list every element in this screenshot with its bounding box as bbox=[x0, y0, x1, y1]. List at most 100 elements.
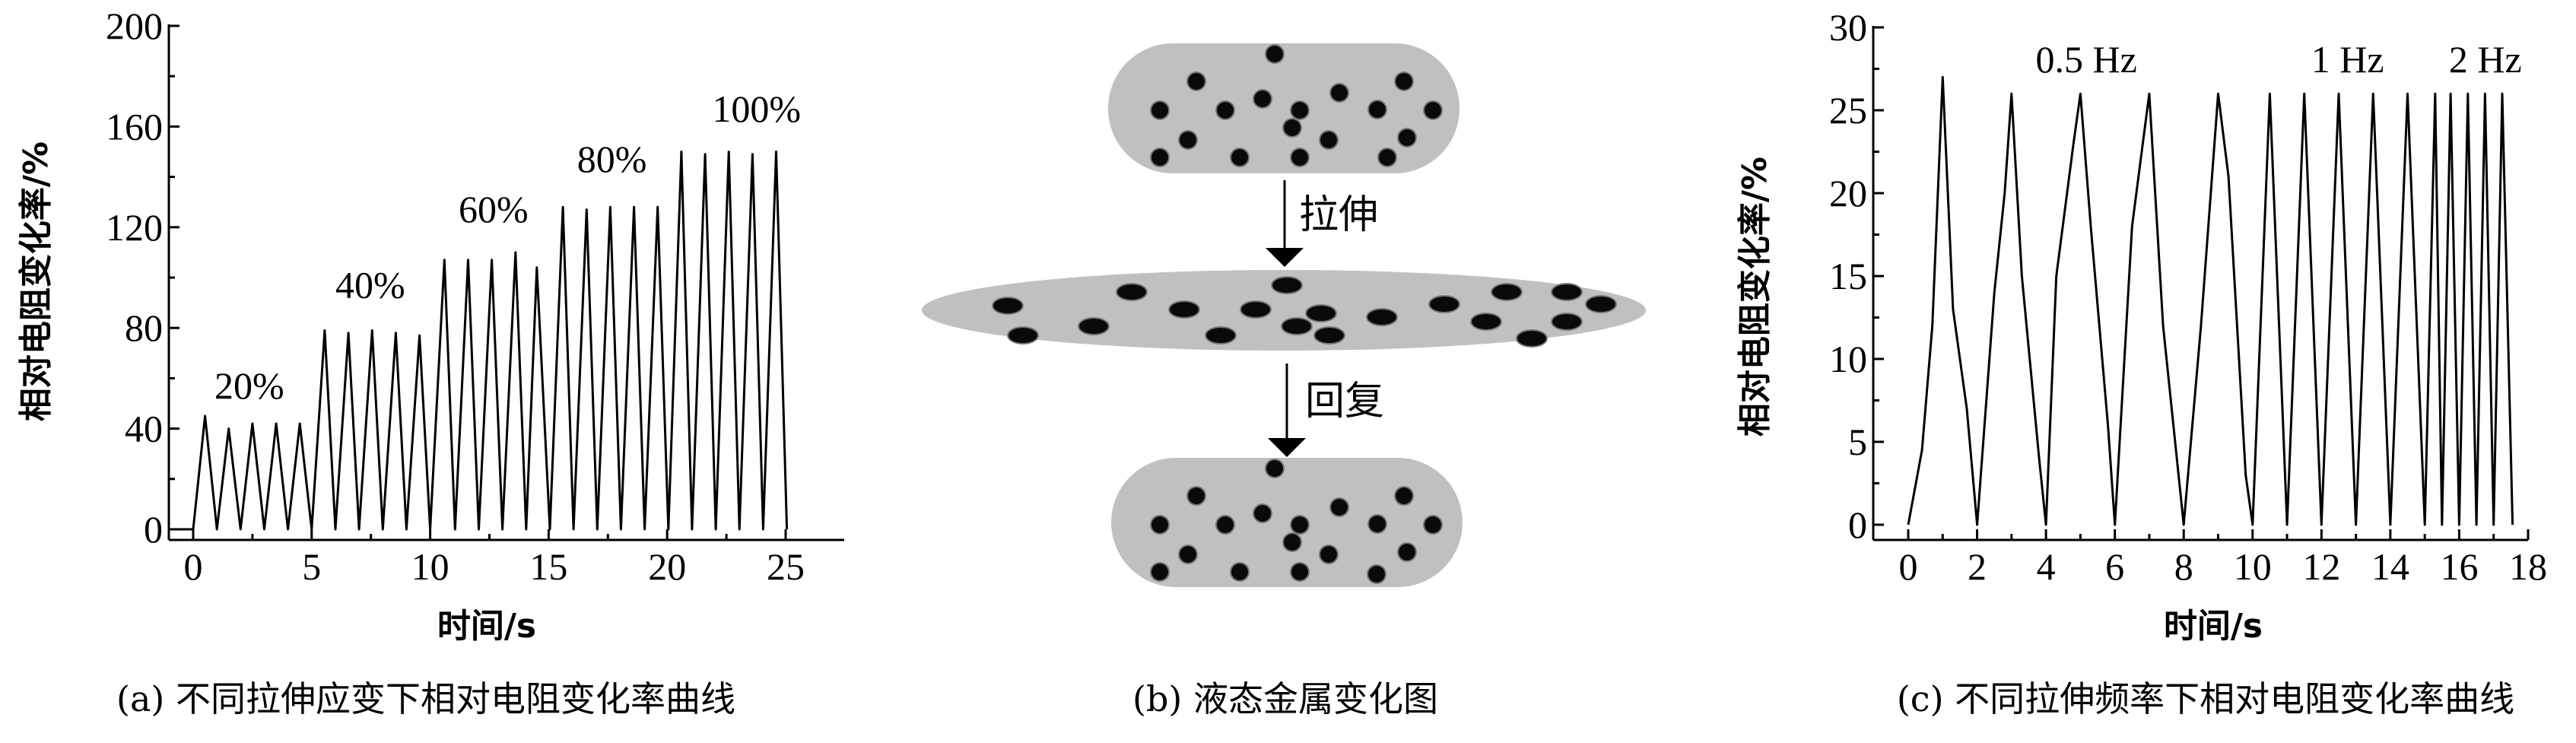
particle bbox=[1188, 73, 1205, 90]
x-tick-label: 12 bbox=[2302, 545, 2340, 588]
annotation-label: 40% bbox=[335, 263, 405, 306]
x-tick-label: 14 bbox=[2371, 545, 2409, 588]
stretched-particle bbox=[1492, 284, 1521, 300]
particle bbox=[1266, 460, 1283, 477]
x-tick-label: 8 bbox=[2174, 545, 2193, 588]
stretch-label: 拉伸 bbox=[1299, 192, 1378, 238]
stretched-particle bbox=[1117, 284, 1146, 300]
arrow-recover-head bbox=[1268, 438, 1306, 457]
particle bbox=[1151, 149, 1168, 166]
stretched-particle bbox=[1272, 278, 1301, 293]
particle bbox=[1266, 46, 1283, 62]
y-tick-label: 200 bbox=[106, 5, 163, 47]
particle bbox=[1320, 132, 1337, 148]
annotation-label: 20% bbox=[214, 364, 284, 407]
caption-b: (b) 液态金属变化图 bbox=[1132, 678, 1438, 719]
particle bbox=[1151, 102, 1168, 119]
x-tick-label: 18 bbox=[2509, 545, 2547, 588]
x-tick-label: 2 bbox=[1968, 545, 1987, 588]
particles-recovered bbox=[1150, 459, 1443, 584]
stretched-particle bbox=[1079, 319, 1108, 334]
particle bbox=[1217, 516, 1234, 533]
y-tick-label: 30 bbox=[1829, 6, 1867, 49]
diagram-b-liquid-metal: 拉伸 回复 (b) 液态金属变化图 bbox=[922, 43, 1646, 719]
stretched-particle bbox=[1008, 328, 1037, 343]
stretched-particle bbox=[1552, 284, 1581, 300]
series-line bbox=[1907, 75, 2514, 526]
particle bbox=[1188, 487, 1205, 504]
stretched-particle bbox=[1282, 319, 1311, 334]
particles-original bbox=[1150, 44, 1443, 167]
x-tick-label: 5 bbox=[302, 545, 321, 588]
x-axis-label: 时间/s bbox=[437, 607, 536, 646]
recover-label: 回复 bbox=[1305, 379, 1384, 424]
particles-stretched bbox=[992, 276, 1617, 348]
x-tick-label: 15 bbox=[529, 545, 567, 588]
particle bbox=[1254, 90, 1271, 107]
particle bbox=[1180, 132, 1196, 148]
particle bbox=[1425, 102, 1441, 119]
particle bbox=[1396, 487, 1412, 504]
particle bbox=[1379, 149, 1396, 166]
particle bbox=[1291, 102, 1308, 119]
y-tick-label: 25 bbox=[1829, 89, 1867, 132]
x-tick-label: 20 bbox=[648, 545, 686, 588]
caption: (a) 不同拉伸应变下相对电阻变化率曲线 bbox=[116, 678, 735, 719]
x-tick-label: 10 bbox=[2234, 545, 2272, 588]
annotation-label: 1 Hz bbox=[2311, 38, 2384, 81]
y-tick-label: 5 bbox=[1848, 421, 1867, 463]
particle bbox=[1180, 546, 1196, 563]
series-line bbox=[169, 151, 789, 531]
particle bbox=[1231, 564, 1248, 580]
x-tick-label: 25 bbox=[767, 545, 805, 588]
y-tick-label: 160 bbox=[106, 105, 163, 148]
particle bbox=[1331, 499, 1348, 516]
stretched-particle bbox=[1315, 328, 1344, 343]
particle bbox=[1399, 129, 1415, 146]
particle bbox=[1291, 149, 1308, 166]
particle bbox=[1368, 566, 1385, 583]
stretched-particle bbox=[1587, 297, 1615, 312]
x-tick-label: 0 bbox=[184, 545, 203, 588]
particle bbox=[1151, 564, 1168, 580]
particle bbox=[1231, 149, 1248, 166]
y-tick-label: 120 bbox=[106, 206, 163, 249]
x-tick-label: 6 bbox=[2105, 545, 2124, 588]
y-tick-label: 10 bbox=[1829, 338, 1867, 380]
particle bbox=[1425, 516, 1441, 533]
stretched-particle bbox=[1206, 328, 1235, 343]
particle bbox=[1369, 516, 1386, 532]
stretched-particle bbox=[1241, 302, 1270, 317]
stretched-particle bbox=[1307, 306, 1336, 321]
particle bbox=[1291, 564, 1308, 580]
particle bbox=[1284, 119, 1301, 136]
annotation-label: 0.5 Hz bbox=[2036, 38, 2137, 81]
particle bbox=[1399, 544, 1415, 560]
caption: (c) 不同拉伸频率下相对电阻变化率曲线 bbox=[1897, 678, 2514, 719]
particle bbox=[1396, 73, 1412, 90]
x-tick-label: 10 bbox=[411, 545, 449, 588]
annotation-label: 80% bbox=[577, 138, 647, 180]
particle bbox=[1254, 505, 1271, 522]
arrow-stretch-head bbox=[1266, 248, 1304, 267]
x-tick-label: 0 bbox=[1899, 545, 1918, 588]
x-tick-label: 16 bbox=[2440, 545, 2478, 588]
x-tick-label: 4 bbox=[2037, 545, 2056, 588]
stretched-particle bbox=[1367, 310, 1396, 325]
stretched-particle bbox=[1472, 314, 1501, 329]
particle bbox=[1284, 534, 1301, 551]
y-axis-label: 相对电阻变化率/% bbox=[17, 141, 56, 421]
x-axis-label: 时间/s bbox=[2164, 607, 2263, 646]
y-tick-label: 20 bbox=[1829, 172, 1867, 214]
particle bbox=[1331, 84, 1348, 101]
stretched-particle bbox=[1517, 331, 1546, 346]
annotation-label: 100% bbox=[712, 87, 801, 130]
particle bbox=[1320, 546, 1337, 563]
stretched-particle bbox=[1170, 302, 1199, 317]
annotation-label: 60% bbox=[459, 188, 529, 230]
particle bbox=[1369, 101, 1386, 118]
y-tick-label: 0 bbox=[1848, 503, 1867, 546]
y-axis-label: 相对电阻变化率/% bbox=[1736, 157, 1774, 437]
stretched-particle bbox=[1552, 314, 1581, 329]
